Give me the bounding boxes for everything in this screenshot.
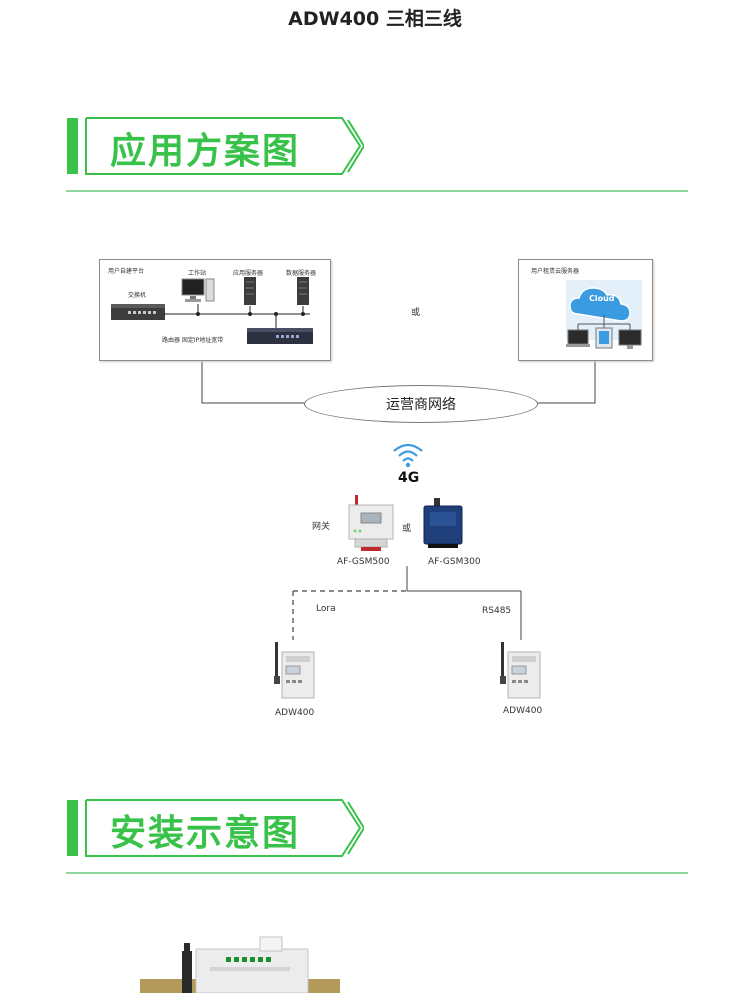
gateway-gsm300-icon <box>423 498 463 548</box>
section-accent-bar <box>67 118 78 174</box>
installation-photo <box>140 936 340 993</box>
meter-left-label: ADW400 <box>275 708 315 718</box>
link-lora-label: Lora <box>316 604 336 614</box>
section-title-installation: 安装示意图 <box>110 813 301 854</box>
db-server-icon <box>297 277 309 305</box>
operator-network-oval: 运营商网络 <box>304 385 538 423</box>
switch-label: 交换机 <box>128 292 147 299</box>
wifi-signal-icon <box>393 443 423 468</box>
section-divider <box>66 190 688 192</box>
workstation-icon <box>181 278 215 302</box>
gateway-gsm500-icon <box>348 495 394 551</box>
app-server-label: 应用服务器 <box>233 270 264 277</box>
router-icon <box>247 328 313 344</box>
page-title: ADW400 三相三线 <box>288 8 462 30</box>
section-title-solution: 应用方案图 <box>110 131 301 172</box>
section-accent-bar <box>67 800 78 856</box>
router-label: 路由器 固定IP地址宽带 <box>162 337 224 344</box>
gateway1-model: AF-GSM500 <box>337 557 390 567</box>
meter-right-label: ADW400 <box>503 706 543 716</box>
gateway-label: 网关 <box>312 522 331 532</box>
link-rs485-label: RS485 <box>482 606 512 616</box>
section-arrow-frame <box>85 117 364 175</box>
app-server-icon <box>244 277 256 305</box>
cloud-label: Cloud <box>589 294 615 303</box>
switch-icon <box>111 304 165 320</box>
meter-right-icon <box>500 642 541 699</box>
self-built-platform-label: 用户自建平台 <box>108 268 145 275</box>
cloud-icon <box>566 280 642 349</box>
db-server-label: 数据服务器 <box>286 270 317 277</box>
meter-left-icon <box>274 642 315 699</box>
section-divider <box>66 872 688 874</box>
section-arrow-frame <box>85 799 364 857</box>
or-label-mid: 或 <box>402 524 412 534</box>
rented-cloud-box: 用户租赁云服务器 Cloud <box>518 259 653 361</box>
workstation-label: 工作站 <box>188 270 207 277</box>
lan-bus <box>164 304 310 328</box>
self-built-platform-box: 用户自建平台 交换机 工作站 应用服务器 数据服务器 路由器 固定IP地址宽带 <box>99 259 331 361</box>
or-label-top: 或 <box>411 308 421 318</box>
rented-cloud-label: 用户租赁云服务器 <box>531 268 580 275</box>
gateway2-model: AF-GSM300 <box>428 557 481 567</box>
signal-4g-label: 4G <box>398 470 420 486</box>
